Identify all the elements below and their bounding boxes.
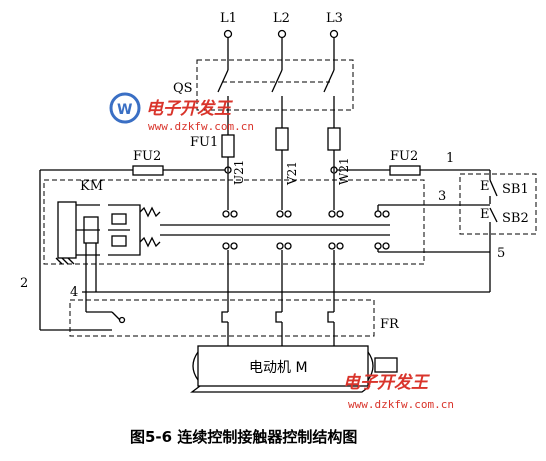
- watermark-title-top: 电子开发王: [146, 99, 233, 119]
- figure-caption: 图5-6 连续控制接触器控制结构图: [130, 428, 357, 446]
- fr-enclosure: [69, 299, 375, 337]
- fr-thermal-relay: FR 4: [69, 285, 400, 337]
- label-u21: U21: [232, 160, 246, 185]
- fu1-fuses: FU1 U21 V21 W21: [190, 127, 351, 210]
- motor: 电动机 M: [190, 345, 398, 393]
- qs-enclosure: [196, 59, 354, 111]
- km-spring-top: [139, 206, 161, 218]
- watermark-url-bottom: www.dzkfw.com.cn: [348, 398, 454, 411]
- motor-feed: [221, 250, 335, 346]
- label-motor: 电动机 M: [249, 360, 308, 376]
- fuse-fu2-left: [132, 165, 164, 176]
- label-km: KM: [80, 179, 103, 194]
- label-node-1: 1: [446, 151, 454, 166]
- watermark-url-top: www.dzkfw.com.cn: [148, 120, 254, 133]
- label-v21: V21: [285, 161, 299, 186]
- label-fu2-left: FU2: [133, 149, 161, 164]
- km-main-contacts: [222, 210, 344, 250]
- watermark-logo-icon: [109, 92, 141, 124]
- label-fu2-right: FU2: [390, 149, 418, 164]
- fuse-w: [327, 127, 341, 151]
- km-spring-bottom: [139, 236, 161, 248]
- watermark-bottom: 电子开发王 www.dzkfw.com.cn: [343, 373, 454, 411]
- label-l2: L2: [273, 11, 290, 26]
- label-sb1: SB1: [502, 182, 529, 197]
- km-armature: [108, 204, 141, 256]
- qs-switch: QS: [173, 38, 354, 135]
- label-node-2: 2: [20, 276, 28, 291]
- svg-text:W: W: [117, 102, 132, 118]
- terminal-l3: [329, 29, 339, 39]
- power-terminals: L1 L2 L3: [220, 11, 343, 39]
- sb2-actuator-icon: E: [480, 207, 490, 222]
- km-coil: [83, 216, 99, 244]
- km-aux-contact: [374, 205, 390, 252]
- pushbuttons: E SB1 E SB2 3 5: [82, 170, 537, 293]
- label-node-4: 4: [70, 285, 78, 300]
- label-fr: FR: [380, 317, 400, 332]
- km-fixed-core: [57, 201, 77, 259]
- motor-body: [197, 345, 369, 387]
- fuse-fu2-right: [389, 165, 421, 176]
- terminal-l1: [223, 29, 233, 39]
- fr-contact-icon: [118, 316, 126, 324]
- fuse-u: [221, 134, 235, 158]
- sb1-actuator-icon: E: [480, 179, 490, 194]
- watermark-title-bottom: 电子开发王: [343, 373, 430, 393]
- fuse-v: [275, 127, 289, 151]
- terminal-l2: [277, 29, 287, 39]
- control-circuit: FU2 FU2 1 2: [20, 149, 490, 331]
- label-w21: W21: [337, 157, 351, 185]
- label-node-5: 5: [497, 246, 505, 261]
- label-sb2: SB2: [502, 211, 529, 226]
- label-l1: L1: [220, 11, 237, 26]
- pushbutton-enclosure: [459, 173, 537, 235]
- label-l3: L3: [326, 11, 343, 26]
- label-node-3: 3: [438, 189, 446, 204]
- motor-shaft: [374, 357, 398, 373]
- watermark-top: W 电子开发王 www.dzkfw.com.cn: [109, 92, 254, 133]
- label-fu1: FU1: [190, 135, 218, 150]
- label-qs: QS: [173, 81, 193, 96]
